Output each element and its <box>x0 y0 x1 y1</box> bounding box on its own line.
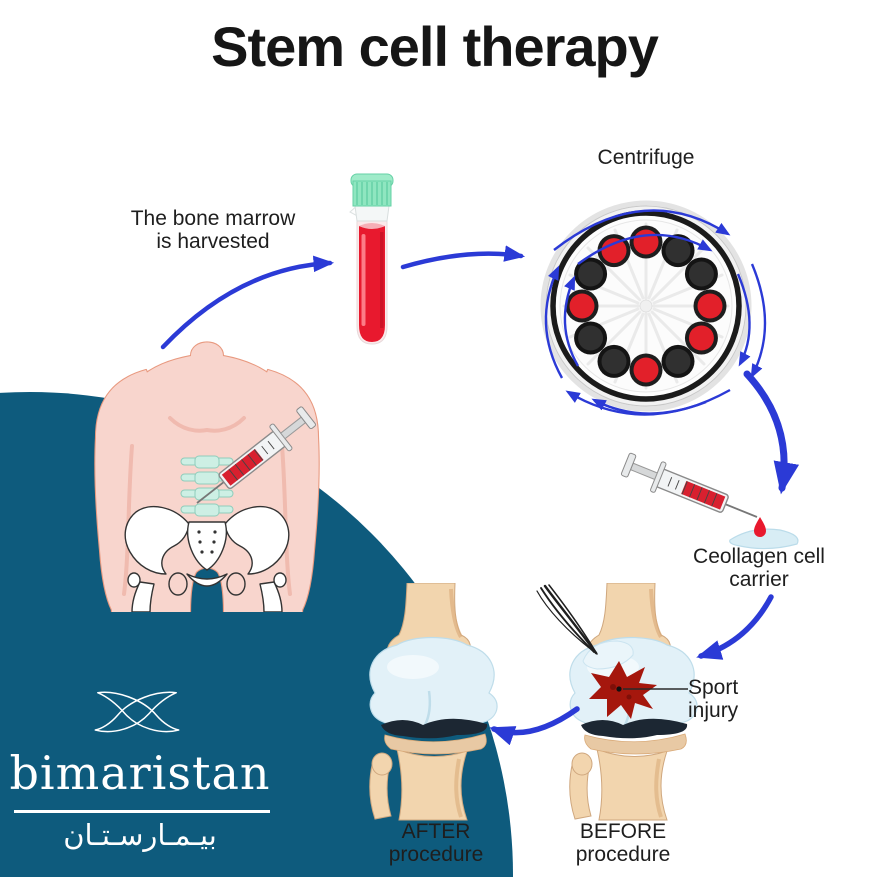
blood-sample-tube <box>349 173 394 345</box>
dispensing-syringe-illustration <box>618 448 799 550</box>
logo-wordmark: bimaristan <box>9 746 271 800</box>
logo-arabic: بيـمـارسـتـان <box>63 818 217 852</box>
black-sample-tube <box>665 348 691 374</box>
arrow-tube-to-centrifuge <box>400 245 526 270</box>
before-label-line1: BEFORE <box>579 820 667 843</box>
sport-injury-line2: injury <box>688 698 739 722</box>
red-sample-tube <box>569 293 595 319</box>
knee-after-illustration <box>367 583 500 822</box>
page-title: Stem cell therapy <box>211 15 659 78</box>
harvest-label-line1: The bone marrow <box>130 207 296 230</box>
centrifuge-label: Centrifuge <box>597 146 695 169</box>
cell-droplet <box>754 517 766 537</box>
cap-ridges <box>356 182 388 205</box>
black-sample-tube <box>578 261 604 287</box>
rotation-arrows <box>544 209 767 416</box>
carrier-label-line2: carrier <box>729 567 789 591</box>
applicator-brush <box>536 584 598 655</box>
before-label-line2: procedure <box>575 842 671 866</box>
sample-ring <box>565 225 727 387</box>
arrow-carrier-to-knee <box>696 594 774 660</box>
sport-injury-label: Sport injury <box>688 676 768 722</box>
after-label-line1: AFTER <box>401 820 471 843</box>
sacral-foramina <box>197 530 217 554</box>
knee-joints-illustration <box>367 583 700 822</box>
carrier-label-line1: Ceollagen cell <box>693 545 825 568</box>
dispensing-syringe <box>618 448 764 533</box>
injury-leader-dot <box>616 686 622 692</box>
after-label-line2: procedure <box>388 842 484 866</box>
knee-before-illustration <box>536 583 700 822</box>
black-sample-tube <box>665 238 691 264</box>
patient-body-illustration <box>94 341 320 612</box>
red-sample-tube <box>633 357 659 383</box>
bimaristan-leaf-icon <box>94 691 180 733</box>
sport-injury-line1: Sport <box>688 676 739 699</box>
carrier-label: Ceollagen cell carrier <box>678 545 840 591</box>
sport-injury-lesion <box>589 661 657 719</box>
applied-graft-material <box>582 640 634 670</box>
red-sample-tube <box>688 325 714 351</box>
harvest-label: The bone marrow is harvested <box>100 207 326 253</box>
red-sample-tube <box>601 238 627 264</box>
red-sample-tube <box>633 229 659 255</box>
before-procedure-label: BEFORE procedure <box>552 820 694 866</box>
after-procedure-label: AFTER procedure <box>368 820 504 866</box>
red-sample-tube <box>697 293 723 319</box>
black-sample-tube <box>601 348 627 374</box>
black-sample-tube <box>688 261 714 287</box>
black-sample-tube <box>578 325 604 351</box>
pelvis-illustration <box>124 505 290 612</box>
centrifuge-illustration <box>540 200 767 416</box>
logo-divider <box>14 810 270 813</box>
harvest-label-line2: is harvested <box>156 229 270 253</box>
